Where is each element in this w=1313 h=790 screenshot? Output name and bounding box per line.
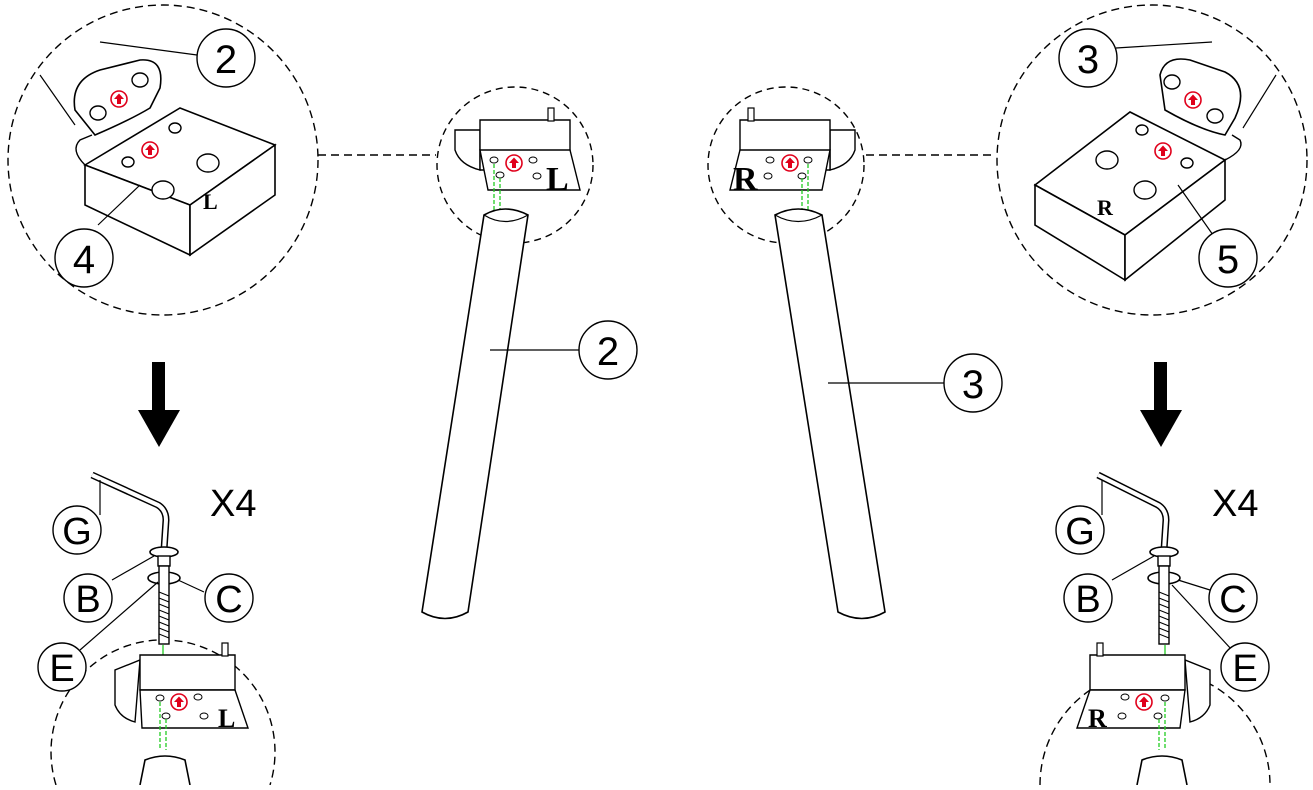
- callout-leg-right: [943, 353, 1003, 413]
- direction-arrow-icon: [505, 154, 523, 172]
- detail-top-left: L 2 4: [7, 4, 436, 316]
- callout-part-2-label: 2: [215, 38, 237, 82]
- hardware-detail-left: L G B C E X4: [37, 471, 276, 786]
- callout-g-left: [52, 505, 102, 555]
- quantity-right: X4: [1212, 483, 1258, 525]
- direction-arrow-icon: [1135, 693, 1153, 711]
- direction-arrow-icon: [170, 693, 188, 711]
- callout-e-right: [1220, 642, 1270, 692]
- callout-e-right-label: E: [1232, 648, 1257, 690]
- callout-c-right: [1208, 573, 1258, 623]
- hardware-detail-right: R G B C E X4: [1039, 471, 1271, 786]
- hardware-right-side-mark: R: [1088, 704, 1107, 733]
- callout-leg-left: [578, 320, 638, 380]
- hardware-left-side-mark: L: [218, 704, 235, 733]
- leg-left-assembly: L 2: [421, 86, 638, 620]
- callout-leg-left-label: 2: [597, 330, 619, 374]
- callout-c-left-label: C: [215, 579, 242, 621]
- direction-arrow-icon: [1154, 142, 1172, 160]
- leg-right: [774, 208, 886, 620]
- side-mark-left: L: [203, 189, 218, 214]
- callout-leg-right-label: 3: [962, 363, 984, 407]
- leg-right-side-mark: R: [733, 161, 758, 198]
- side-mark-right: R: [1097, 195, 1114, 220]
- callout-b-left: [63, 573, 113, 623]
- callout-part-5-label: 5: [1217, 238, 1239, 282]
- callout-b-right: [1063, 573, 1113, 623]
- leg-left-side-mark: L: [546, 161, 569, 198]
- direction-arrow-icon: [110, 90, 128, 108]
- callout-b-left-label: B: [75, 579, 100, 621]
- allen-key-icon: [90, 471, 170, 551]
- callout-part-4-label: 4: [73, 238, 95, 282]
- detail-top-right: R 3 5: [866, 4, 1308, 316]
- callout-e-left: [37, 642, 87, 692]
- callout-c-right-label: C: [1219, 579, 1246, 621]
- callout-part-3-label: 3: [1077, 38, 1099, 82]
- direction-arrow-icon: [1184, 91, 1202, 109]
- bolt-icon: [158, 565, 170, 645]
- callout-b-right-label: B: [1075, 579, 1100, 621]
- quantity-left: X4: [210, 483, 256, 525]
- callout-g-right-label: G: [1065, 511, 1095, 553]
- callout-part-3: [1058, 28, 1118, 88]
- callout-e-left-label: E: [49, 648, 74, 690]
- leg-right-assembly: R 3: [707, 86, 1003, 620]
- callout-part-4: [54, 228, 114, 288]
- leg-left: [421, 208, 529, 620]
- callout-g-left-label: G: [62, 511, 92, 553]
- down-arrow-icon: [1140, 362, 1182, 447]
- callout-g-right: [1055, 505, 1105, 555]
- down-arrow-icon: [138, 362, 180, 447]
- callout-part-5: [1198, 228, 1258, 288]
- direction-arrow-icon: [141, 141, 159, 159]
- bolt-icon: [1158, 565, 1170, 645]
- callout-part-2: [196, 28, 256, 88]
- direction-arrow-icon: [781, 154, 799, 172]
- callout-c-left: [204, 573, 254, 623]
- allen-key-icon: [1096, 471, 1170, 551]
